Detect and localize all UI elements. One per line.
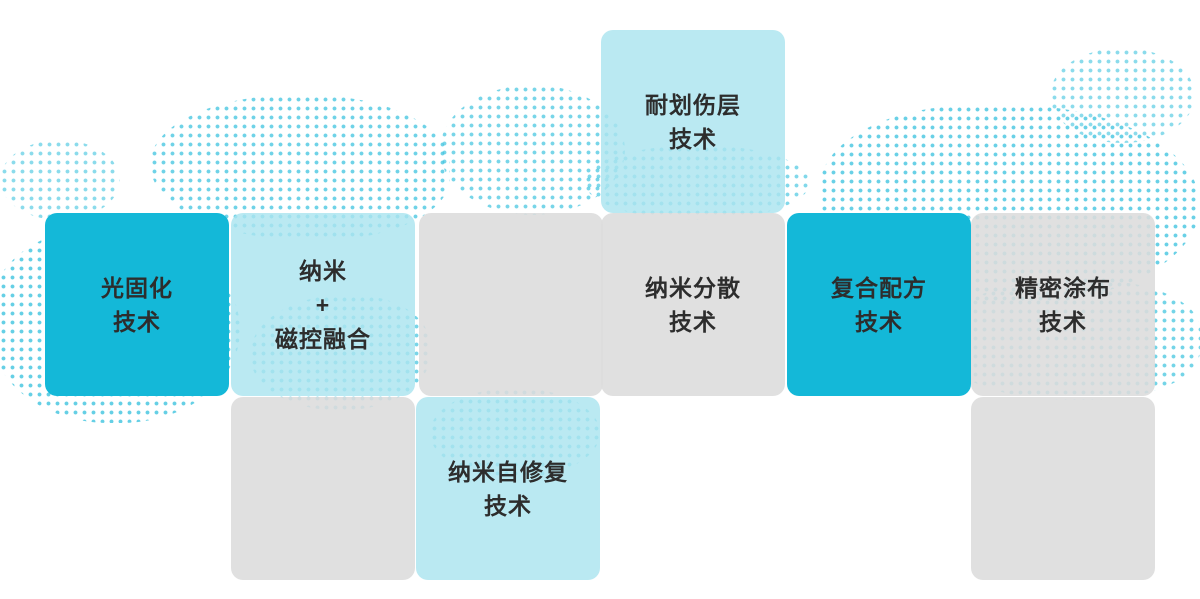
tile-label: 精密涂布 技术: [1015, 274, 1111, 335]
tile-label: 纳米分散 技术: [645, 274, 741, 335]
tile-label: 复合配方 技术: [831, 274, 927, 335]
tile-photo-curing: 光固化 技术: [45, 213, 229, 396]
tile-nano-dispersion: 纳米分散 技术: [601, 213, 785, 396]
dot-map-decoration: [0, 140, 120, 220]
tile-empty-a: [419, 213, 603, 396]
tile-label: 光固化 技术: [101, 274, 173, 335]
tile-label: 纳米自修复 技术: [448, 458, 568, 519]
tile-precision-coating: 精密涂布 技术: [971, 213, 1155, 396]
tile-composite-formula: 复合配方 技术: [787, 213, 971, 396]
tile-label: 耐划伤层 技术: [645, 91, 741, 152]
tile-empty-c: [971, 397, 1155, 580]
tile-nano-self-healing: 纳米自修复 技术: [416, 397, 600, 580]
tile-nano-magnetron-fusion: 纳米 + 磁控融合: [231, 213, 415, 396]
dot-map-decoration: [1050, 48, 1195, 143]
tile-label: 纳米 + 磁控融合: [275, 257, 371, 352]
tile-empty-b: [231, 397, 415, 580]
dot-map-decoration: [440, 85, 625, 215]
tile-scratch-resistant-layer: 耐划伤层 技术: [601, 30, 785, 213]
